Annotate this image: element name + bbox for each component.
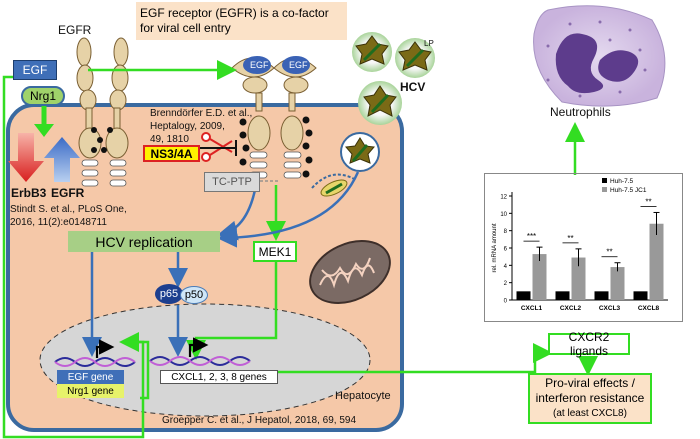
y-tick-label: 6 — [504, 247, 508, 253]
category-label: CXCL1 — [521, 305, 543, 312]
brenndorfer-citation: Brenndörfer E.D. et al., Heptalogy, 2009… — [150, 107, 252, 146]
egf-receptor-label-left: EGF — [250, 60, 269, 70]
egf-ligand-left — [243, 56, 271, 74]
bar-huh75 — [516, 291, 531, 300]
proviral-box: Pro-viral effects / interferon resistanc… — [528, 373, 652, 424]
bar-huh75-jc1 — [610, 267, 625, 300]
erbb3-label: ErbB3 — [11, 186, 47, 200]
bar-huh75-jc1 — [649, 223, 664, 300]
bar-huh75-jc1 — [571, 257, 586, 300]
brenndorfer-line2: Heptalogy, 2009, — [150, 121, 225, 132]
nrg1-arrow — [34, 105, 54, 137]
significance-label: ** — [567, 234, 573, 243]
y-axis-label: rel. mRNA amount — [492, 223, 498, 272]
category-label: CXCL2 — [560, 305, 582, 312]
chart-panel — [484, 173, 683, 322]
egf-gene-box: EGF gene — [57, 370, 124, 384]
mitochondrion-icon — [309, 240, 391, 304]
y-tick-label: 0 — [504, 299, 508, 305]
egfr-up-arrow — [44, 137, 80, 182]
y-tick-label: 4 — [504, 264, 508, 270]
dna-helix-left — [54, 339, 136, 367]
significance-label: *** — [527, 232, 536, 241]
virion-to-replication-arrow — [217, 171, 360, 248]
proviral-line2: interferon resistance — [535, 391, 645, 405]
cxcl-genes-box: CXCL1, 2, 3, 8 genes — [160, 370, 278, 384]
category-label: CXCL3 — [599, 305, 621, 312]
egfr-arrow-label: EGFR — [51, 186, 85, 200]
ns3-inhibition-line — [200, 140, 237, 156]
bar-huh75 — [633, 291, 648, 300]
hepatocyte-label: Hepatocyte — [335, 390, 391, 402]
mek1-box: MEK1 — [253, 241, 297, 262]
hcv-virion-top-right — [395, 38, 435, 78]
endosome — [311, 173, 357, 197]
scissors-icon — [201, 132, 233, 162]
egf-box: EGF — [13, 60, 57, 80]
legend-swatch — [602, 178, 607, 183]
stindt-citation: Stindt S. et al., PLoS One, 2016, 11(2):… — [10, 203, 127, 229]
bar-huh75 — [594, 291, 609, 300]
legend-swatch — [602, 187, 607, 192]
p50-oval: p50 — [180, 286, 208, 304]
bar-huh75-jc1 — [532, 254, 547, 300]
hcv-label: HCV — [400, 80, 426, 94]
significance-label: ** — [606, 248, 612, 257]
y-tick-label: 2 — [504, 281, 508, 287]
y-tick-label: 12 — [500, 195, 507, 201]
hcv-virion-top-left — [352, 32, 392, 72]
bar-huh75 — [555, 291, 570, 300]
stindt-line1: Stindt S. et al., PLoS One, — [10, 204, 127, 215]
egfr-receptor-left — [76, 37, 129, 187]
dna-helix-right — [149, 337, 251, 366]
nrg1-gene-box: Nrg1 gene — [57, 384, 124, 398]
egf-ligand-right — [282, 56, 310, 74]
lp-label: LP — [424, 39, 434, 48]
significance-label: ** — [645, 197, 651, 206]
brenndorfer-line1: Brenndörfer E.D. et al., — [150, 108, 253, 119]
ns3-box: NS3/4A — [143, 145, 200, 162]
neutrophil-cell — [533, 5, 666, 107]
p65-oval: p65 — [155, 284, 183, 304]
category-label: CXCL8 — [638, 305, 660, 312]
top-note-line1: EGF receptor (EGFR) is a co-factor — [140, 6, 329, 20]
brenndorfer-line3: 49, 1810 — [150, 134, 189, 145]
stindt-line2: 2016, 11(2):e0148711 — [10, 217, 107, 228]
top-note-line2: for viral cell entry — [140, 21, 231, 35]
proviral-line3: (at least CXCL8) — [553, 408, 627, 419]
proviral-loop-arrow — [125, 340, 150, 400]
groepper-citation: Groepper C. et al., J Hepatol, 2018, 69,… — [162, 415, 357, 426]
neutrophil-granules — [546, 20, 647, 98]
nrg1-box: Nrg1 — [21, 86, 65, 106]
hcv-replication-box: HCV replication — [68, 231, 220, 252]
hcv-virion-internalized — [340, 132, 380, 172]
legend-label: Huh-7.5 JC1 — [610, 187, 647, 194]
tcptp-box: TC-PTP — [204, 172, 260, 192]
legend-label: Huh-7.5 — [610, 178, 634, 185]
y-tick-label: 8 — [504, 229, 508, 235]
nucleus — [39, 303, 371, 417]
neutrophils-label: Neutrophils — [550, 105, 611, 119]
egfr-label: EGFR — [58, 23, 92, 37]
top-note-box: EGF receptor (EGFR) is a co-factor for v… — [136, 2, 347, 40]
mrna-bar-chart: 0 2 4 6 8 10 12 rel. mRNA amount *** CXCL1 ** CXCL2… — [492, 178, 668, 312]
cxcl-to-cxcr2-arrow — [223, 343, 553, 374]
y-tick-label: 10 — [500, 212, 507, 218]
erbb3-down-arrow — [8, 133, 44, 182]
hcv-virion-middle — [358, 81, 402, 125]
proviral-line1: Pro-viral effects / — [545, 376, 635, 390]
egf-receptor-label-right: EGF — [289, 60, 308, 70]
cxcr2-ligands-box: CXCR2 ligands — [548, 330, 630, 358]
